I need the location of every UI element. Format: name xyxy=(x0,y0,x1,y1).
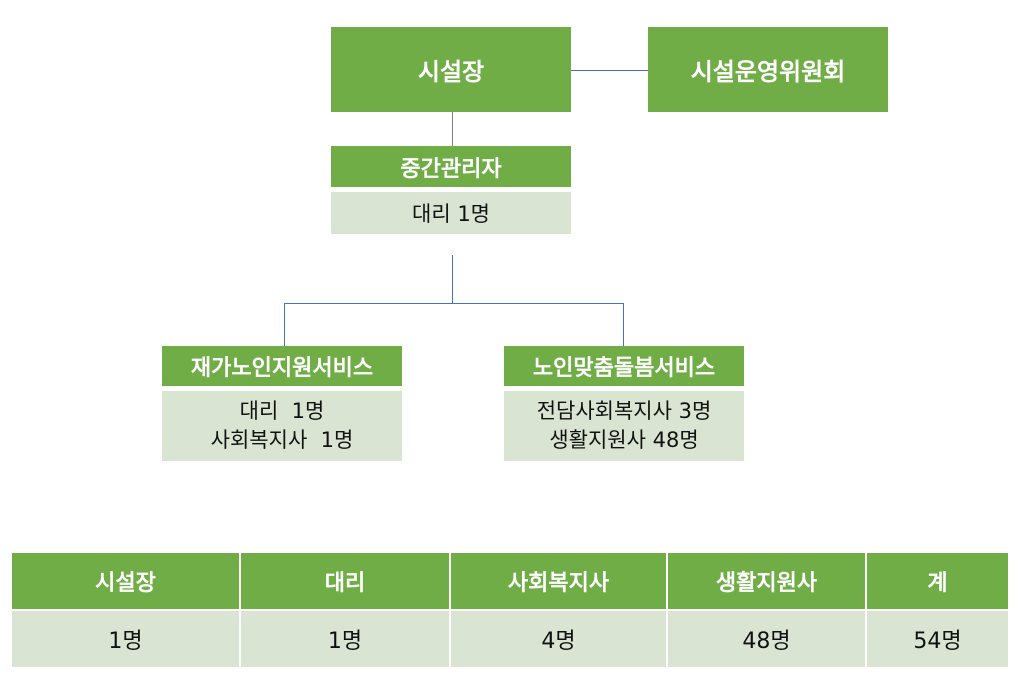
staff-line: 전담사회복지사 3명 xyxy=(536,399,712,423)
department-title: 재가노인지원서비스 xyxy=(162,346,402,386)
table-header-row: 시설장 대리 사회복지사 생활지원사 계 xyxy=(10,551,1010,611)
table-header: 생활지원사 xyxy=(666,551,867,611)
department-title: 노인맞춤돌봄서비스 xyxy=(504,346,744,386)
department-staff: 전담사회복지사 3명 생활지원사 48명 xyxy=(504,391,744,461)
table-header: 계 xyxy=(865,551,1010,611)
table-header: 시설장 xyxy=(10,551,241,611)
committee-box: 시설운영위원회 xyxy=(648,27,888,112)
staff-summary-table: 시설장 대리 사회복지사 생활지원사 계 1명 1명 4명 48명 54명 xyxy=(10,551,1010,669)
table-cell: 1명 xyxy=(239,609,451,669)
head-box: 시설장 xyxy=(331,27,571,112)
table-header: 사회복지사 xyxy=(449,551,668,611)
department-staff: 대리 1명 사회복지사 1명 xyxy=(162,391,402,461)
staff-line: 사회복지사 1명 xyxy=(210,428,354,452)
table-header: 대리 xyxy=(239,551,451,611)
connector-line xyxy=(452,255,453,303)
table-cell: 4명 xyxy=(449,609,668,669)
connector-line xyxy=(623,303,624,346)
connector-line xyxy=(452,112,453,146)
table-cell: 54명 xyxy=(865,609,1010,669)
connector-line xyxy=(284,303,624,304)
table-cell: 48명 xyxy=(666,609,867,669)
connector-line xyxy=(284,303,285,346)
table-cell: 1명 xyxy=(10,609,241,669)
connector-line xyxy=(571,70,648,71)
staff-line: 대리 1명 xyxy=(239,399,325,423)
table-row: 1명 1명 4명 48명 54명 xyxy=(10,609,1010,669)
staff-line: 생활지원사 48명 xyxy=(549,428,699,452)
middle-manager-staff: 대리 1명 xyxy=(331,192,571,234)
middle-manager-title: 중간관리자 xyxy=(331,146,571,187)
